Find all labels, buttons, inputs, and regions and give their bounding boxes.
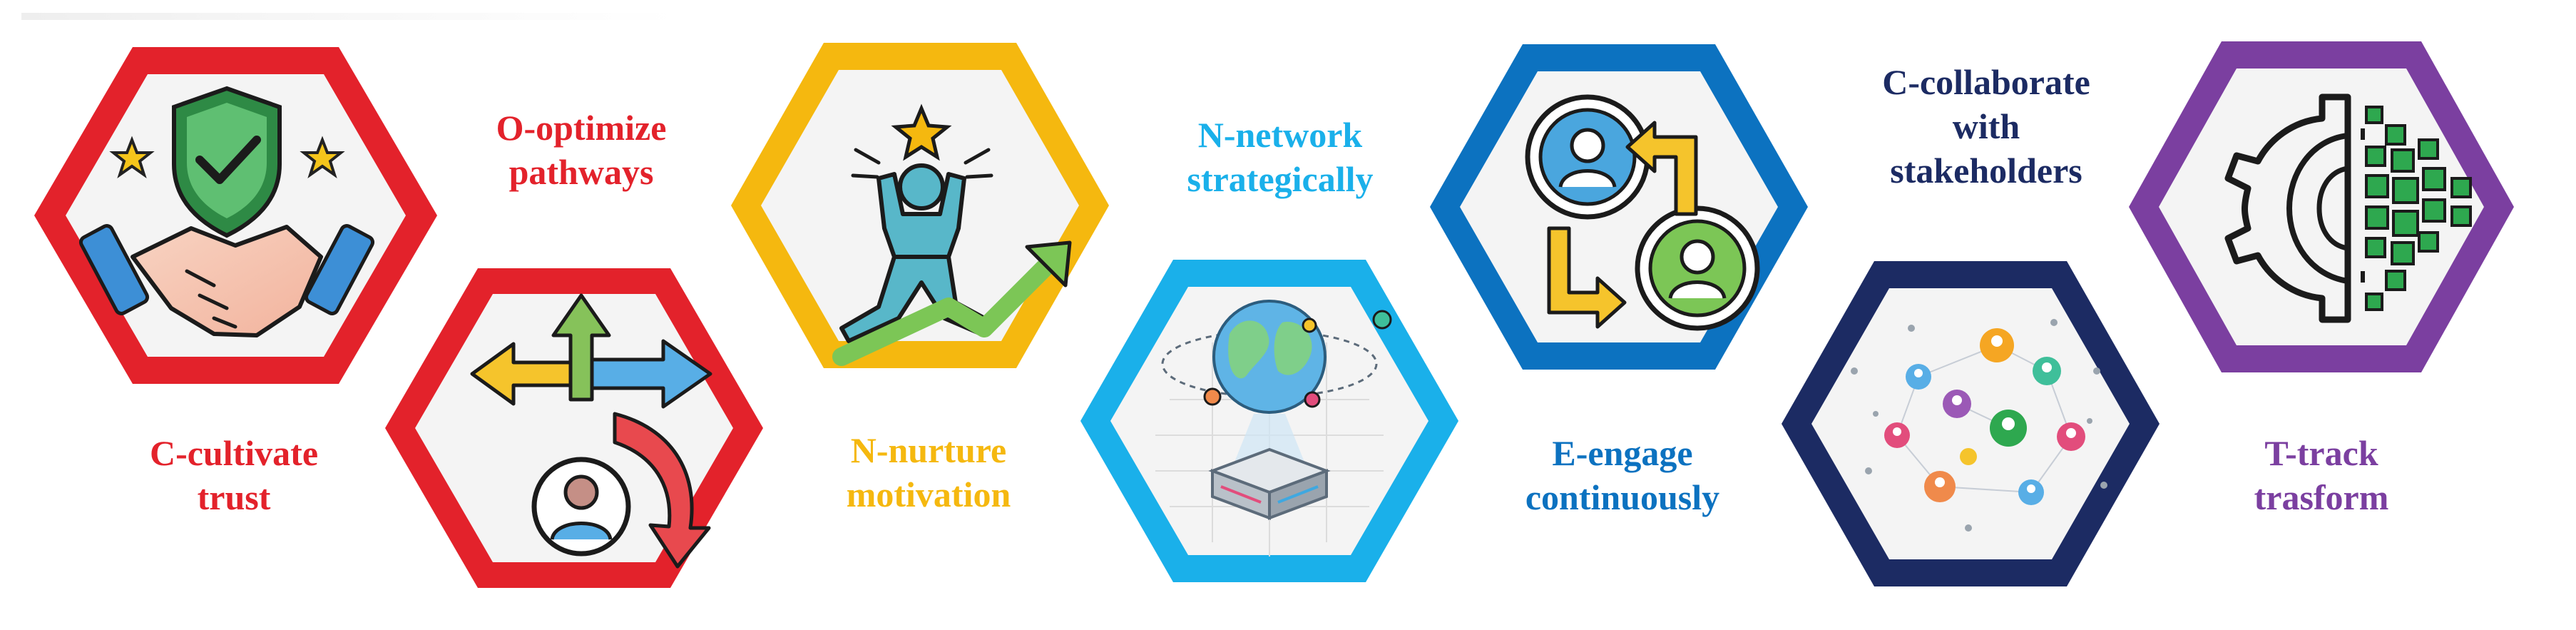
label-network-line2: strategically — [1187, 159, 1374, 199]
label-track: T-track trasform — [2254, 431, 2389, 519]
label-engage-line2: continuously — [1525, 477, 1720, 517]
handshake-shield-icon — [78, 86, 375, 337]
label-nurture: N-nurture motivation — [847, 428, 1011, 517]
label-network-line1: N-network — [1197, 115, 1363, 155]
hexagon-collaborate — [1782, 261, 2160, 586]
label-collaborate-line1: C-collaborate — [1882, 62, 2090, 102]
globe-network-icon — [1155, 300, 1392, 557]
label-nurture-line2: motivation — [846, 474, 1011, 514]
label-network: N-network strategically — [1187, 113, 1373, 201]
label-track-line2: trasform — [2254, 477, 2389, 517]
motivated-person-icon — [832, 103, 1072, 366]
stakeholder-network-icon — [1851, 319, 2107, 532]
arrows-pathways-icon — [470, 293, 712, 569]
label-collaborate-line3: stakeholders — [1890, 151, 2082, 190]
top-divider — [21, 13, 678, 20]
engagement-exchange-icon — [1525, 94, 1760, 331]
hexagon-engage — [1430, 44, 1808, 370]
digital-gear-icon — [2224, 93, 2472, 323]
label-track-line1: T-track — [2264, 433, 2378, 473]
hexagon-network — [1080, 260, 1458, 582]
label-nurture-line1: N-nurture — [850, 430, 1007, 470]
label-cultivate-line2: trust — [197, 477, 271, 517]
hexagon-optimize — [385, 268, 763, 588]
label-cultivate: C-cultivate trust — [150, 431, 318, 519]
label-optimize-line2: pathways — [508, 152, 654, 192]
label-optimize: O-optimize pathways — [496, 106, 667, 194]
label-collaborate: C-collaborate with stakeholders — [1882, 60, 2090, 193]
label-engage-line1: E-engage — [1552, 433, 1693, 473]
hexagon-cultivate — [34, 47, 437, 384]
hexagon-track — [2129, 41, 2514, 372]
label-cultivate-line1: C-cultivate — [149, 433, 319, 473]
hexagon-nurture — [731, 43, 1109, 368]
label-collaborate-line2: with — [1952, 106, 2020, 146]
label-optimize-line1: O-optimize — [496, 108, 667, 148]
label-engage: E-engage continuously — [1525, 431, 1719, 519]
